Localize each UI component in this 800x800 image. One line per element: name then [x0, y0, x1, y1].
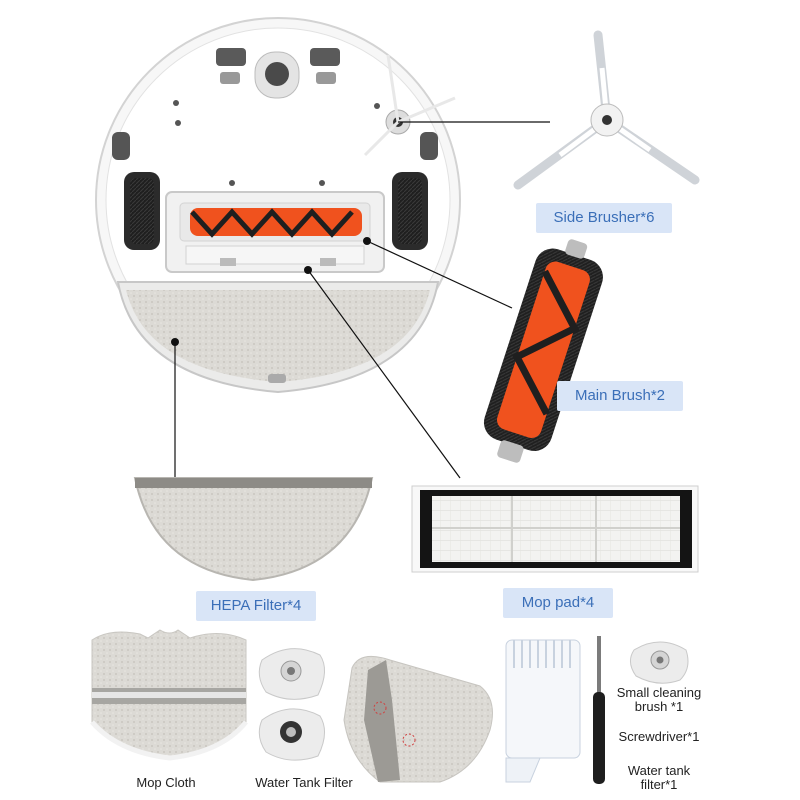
main-brush-icon [483, 239, 603, 463]
small-brush-disc-icon [630, 641, 689, 684]
hepa-filter-label: HEPA Filter*4 [196, 591, 316, 621]
water-tank-filter-1-line1: Water tank [627, 763, 691, 778]
water-tank-filter-caption: Water Tank Filter [255, 775, 353, 790]
water-tank-filter-1-line2: filter*1 [640, 777, 678, 792]
hepa-filter-icon [411, 485, 699, 573]
small-cleaning-brush-line2: brush *1 [634, 699, 684, 714]
mop-plate-icon [343, 655, 493, 783]
water-tank-filter-icon [258, 648, 325, 761]
screwdriver-icon [593, 636, 605, 784]
water-tank-filter-1-caption: Water tank filter*1 [604, 764, 714, 792]
small-cleaning-brush-line1: Small cleaning [616, 685, 702, 700]
mop-cloth-caption: Mop Cloth [136, 775, 196, 790]
leader-lines [174, 121, 550, 479]
mop-cloth-icon [90, 629, 248, 761]
side-brush-label: Side Brusher*6 [536, 203, 672, 233]
side-brush-product [513, 30, 700, 190]
screwdriver-caption: Screwdriver*1 [618, 729, 700, 744]
robot-vacuum-underside [95, 17, 461, 394]
cleaning-comb-icon [505, 639, 581, 783]
mop-pad-label: Mop pad*4 [503, 588, 613, 618]
small-cleaning-brush-caption: Small cleaning brush *1 [604, 686, 714, 714]
mop-pad-icon [133, 477, 374, 582]
main-brush-label: Main Brush*2 [557, 381, 683, 411]
